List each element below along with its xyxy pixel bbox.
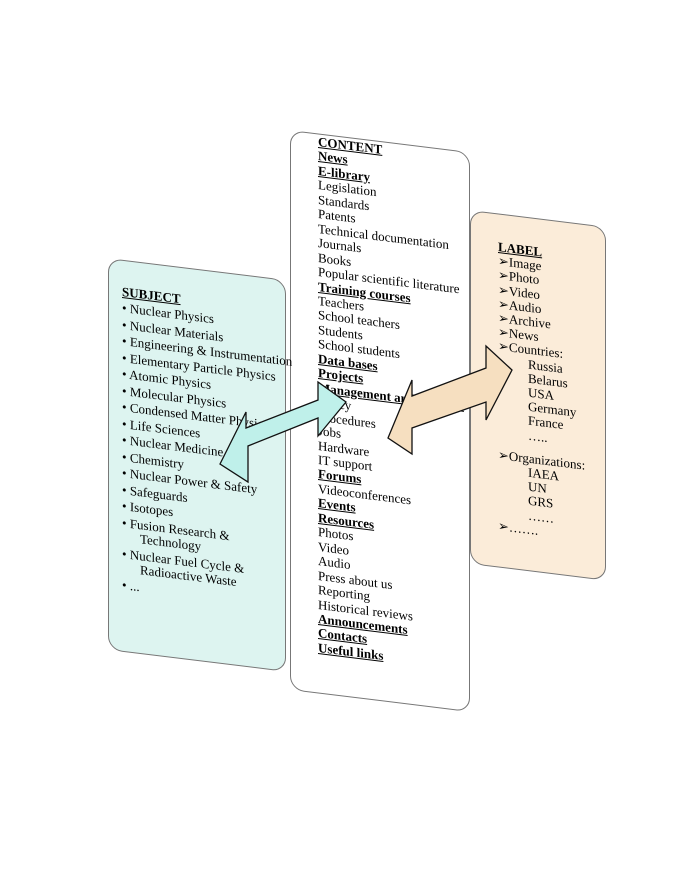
label-list: LABEL Image Photo Video Audio Archive Ne… [498,239,585,544]
subject-list: SUBJECT Nuclear Physics Nuclear Material… [122,284,292,615]
content-list: CONTENT News E-library Legislation Stand… [318,134,464,673]
